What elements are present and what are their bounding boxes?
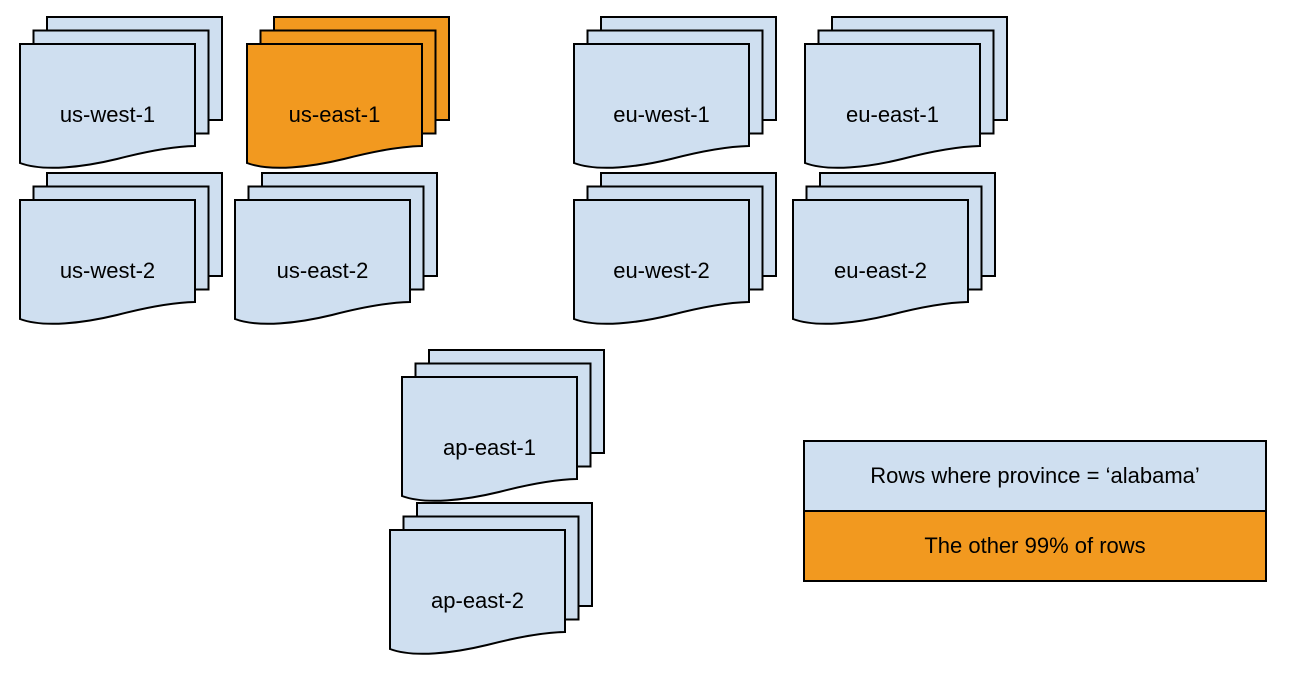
document-stack-ap-east-2: ap-east-2 [389, 502, 595, 660]
document-stack-us-west-2: us-west-2 [19, 172, 225, 330]
region-label: eu-west-2 [613, 257, 710, 283]
region-label: eu-east-2 [834, 257, 927, 283]
document-sheet-front [389, 529, 566, 655]
region-label: eu-west-1 [613, 101, 710, 127]
legend-item-alabama-rows: Rows where province = ‘alabama’ [803, 440, 1267, 512]
document-stack-shape [246, 16, 450, 169]
document-stack-shape [573, 172, 777, 325]
document-sheet-front [573, 199, 750, 325]
document-sheet-front [246, 43, 423, 169]
region-label: us-west-2 [59, 257, 156, 283]
document-stack-eu-east-2: eu-east-2 [792, 172, 998, 330]
region-label: us-east-1 [288, 101, 381, 127]
region-label: eu-east-1 [846, 101, 939, 127]
document-sheet-front [792, 199, 969, 325]
document-sheet-front [19, 199, 196, 325]
document-stack-shape [573, 16, 777, 169]
document-stack-eu-west-2: eu-west-2 [573, 172, 779, 330]
document-stack-us-east-1: us-east-1 [246, 16, 452, 174]
legend-item-other-rows: The other 99% of rows [803, 510, 1267, 582]
document-stack-ap-east-1: ap-east-1 [401, 349, 607, 507]
document-stack-shape [389, 502, 593, 655]
document-sheet-front [573, 43, 750, 169]
region-label: ap-east-2 [431, 587, 524, 613]
document-sheet-front [19, 43, 196, 169]
document-stack-shape [19, 16, 223, 169]
document-stack-eu-east-1: eu-east-1 [804, 16, 1010, 174]
document-sheet-front [234, 199, 411, 325]
document-stack-shape [804, 16, 1008, 169]
document-sheet-front [401, 376, 578, 502]
document-stack-shape [19, 172, 223, 325]
legend-label-alabama-rows: Rows where province = ‘alabama’ [870, 463, 1200, 488]
document-stack-shape [401, 349, 605, 502]
legend-label-other-rows: The other 99% of rows [924, 533, 1146, 558]
region-label: us-east-2 [276, 257, 369, 283]
region-label: ap-east-1 [443, 434, 536, 460]
document-stack-us-east-2: us-east-2 [234, 172, 440, 330]
document-stack-shape [792, 172, 996, 325]
document-stack-shape [234, 172, 438, 325]
document-stack-eu-west-1: eu-west-1 [573, 16, 779, 174]
region-label: us-west-1 [59, 101, 156, 127]
document-stack-us-west-1: us-west-1 [19, 16, 225, 174]
legend: Rows where province = ‘alabama’ The othe… [803, 440, 1267, 582]
document-sheet-front [804, 43, 981, 169]
